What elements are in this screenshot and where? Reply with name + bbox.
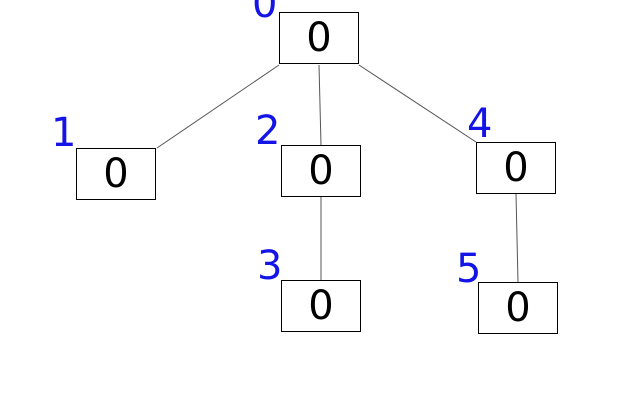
tree-node: 0: [279, 12, 359, 64]
node-value: 0: [103, 151, 129, 197]
node-value: 0: [505, 285, 531, 331]
tree-node: 0: [281, 280, 361, 332]
edge-0-2: [318, 64, 322, 146]
edge-0-4: [358, 64, 477, 143]
node-index-label: 1: [51, 110, 77, 156]
node-value: 0: [503, 145, 529, 191]
tree-node: 0: [476, 142, 556, 194]
node-value: 0: [308, 283, 334, 329]
edge-4-5: [515, 193, 519, 283]
node-index-label: 2: [255, 108, 281, 154]
tree-node: 0: [281, 145, 361, 197]
node-index-label: 3: [257, 243, 283, 289]
node-index-label: 5: [456, 246, 482, 292]
edge-0-1: [156, 64, 280, 149]
node-value: 0: [308, 148, 334, 194]
node-index-label: 4: [467, 101, 493, 147]
node-index-label: 0: [252, 0, 278, 27]
tree-node: 0: [76, 148, 156, 200]
node-value: 0: [306, 15, 332, 61]
tree-node: 0: [478, 282, 558, 334]
